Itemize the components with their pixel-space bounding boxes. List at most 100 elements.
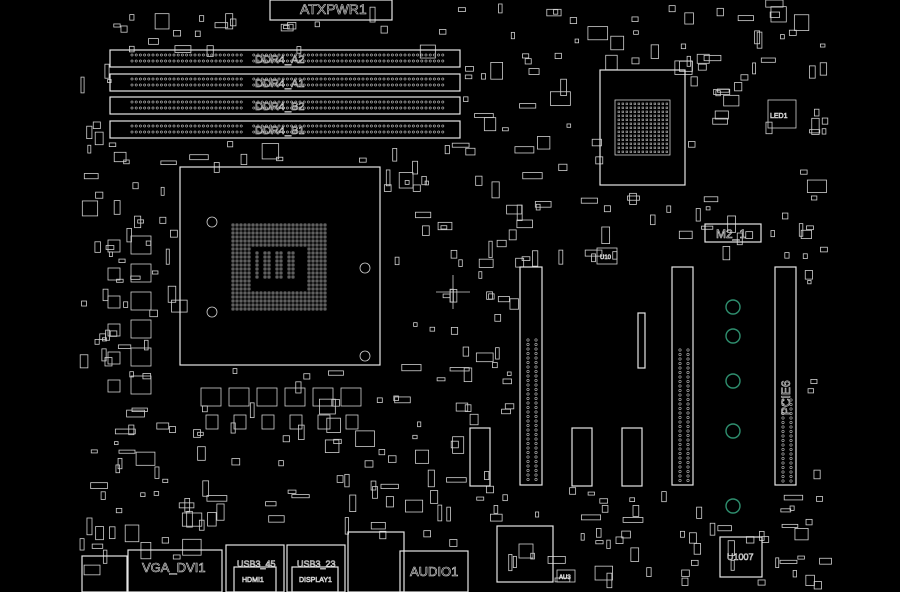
pin [143,53,147,57]
component [553,9,559,15]
usb3-23-connector[interactable]: USB3_23 [286,544,346,592]
component [344,517,350,535]
component [162,478,169,483]
pin [686,402,690,406]
pin [534,347,538,351]
component [422,225,430,236]
hdmi-connector[interactable]: HDMI1 [233,566,277,592]
header-3[interactable] [621,427,643,487]
pin [306,100,310,104]
component [584,249,603,257]
pin [235,130,239,134]
audio-connector[interactable]: AUDIO1 [399,550,469,592]
pin [678,370,682,374]
m2-slot[interactable]: M2_1 [704,223,762,243]
pin [218,130,222,134]
pin [637,134,640,137]
pin [315,77,319,81]
pin [323,267,327,271]
header-1[interactable] [469,427,491,487]
dimm-slot-2[interactable]: DDR4_A1 [109,73,461,92]
pin [180,83,184,87]
pin [291,255,295,259]
cpu-socket[interactable] [179,166,381,366]
pin [327,100,331,104]
pin [185,130,189,134]
pin [649,134,652,137]
pin [311,243,315,247]
display-connector[interactable]: DISPLAY1 [291,566,339,592]
component [194,30,201,38]
pin [369,130,373,134]
pcie-slot-6[interactable]: PCIE6 [774,266,797,486]
component [508,554,513,572]
pin [235,255,239,259]
lan-connector[interactable] [347,531,405,592]
dimm-slot-4[interactable]: DDR4_B1 [109,120,461,139]
pin [323,223,327,227]
component [437,504,443,522]
chipset[interactable] [599,69,686,186]
pin [781,425,785,429]
pin [263,259,267,263]
pin [267,271,271,275]
pin [403,77,407,81]
pin [239,255,243,259]
pin [534,437,538,441]
pcie-slot-2[interactable] [671,266,694,486]
pin [327,106,331,110]
pin [315,243,319,247]
pin [319,83,323,87]
pin [277,124,281,128]
pin [637,102,640,105]
pin [275,263,279,267]
pcie-x1-slot[interactable] [637,312,646,369]
pin [378,106,382,110]
pin [327,124,331,128]
pin [526,396,530,400]
component [605,54,618,71]
pin [382,130,386,134]
component [532,250,539,267]
atx-power-connector[interactable]: ATXPWR1 [269,0,393,21]
pcie-slot-1[interactable] [519,266,543,486]
pin [206,130,210,134]
pin [247,223,251,227]
pin [252,77,256,81]
pin [255,295,259,299]
usb3-45-connector[interactable]: USB3_45 [225,544,285,592]
pin [222,100,226,104]
component [291,494,310,499]
pin [138,124,142,128]
pin [303,291,307,295]
component [129,371,134,378]
pin [378,77,382,81]
pin [189,53,193,57]
pin [231,235,235,239]
pin [275,291,279,295]
pin [267,239,271,243]
dimm-slot-3[interactable]: DDR4_B2 [109,96,461,115]
pin [283,303,287,307]
pin [657,134,660,137]
component [440,225,448,230]
header-2[interactable] [571,427,593,487]
pin [319,275,323,279]
vga-dvi-connector[interactable]: VGA_DVI1 [127,549,223,592]
pin [176,100,180,104]
pin [231,259,235,263]
pin [311,130,315,134]
dimm-slot-1[interactable]: DDR4_A2 [109,49,461,68]
pin [247,243,251,247]
pin [327,59,331,63]
pin [256,59,260,63]
pin [357,77,361,81]
pin [275,259,279,263]
pin [299,291,303,295]
pin [264,130,268,134]
component [723,94,740,107]
pin [332,124,336,128]
pin [357,124,361,128]
pin [214,124,218,128]
usb-port-left[interactable] [81,555,128,592]
